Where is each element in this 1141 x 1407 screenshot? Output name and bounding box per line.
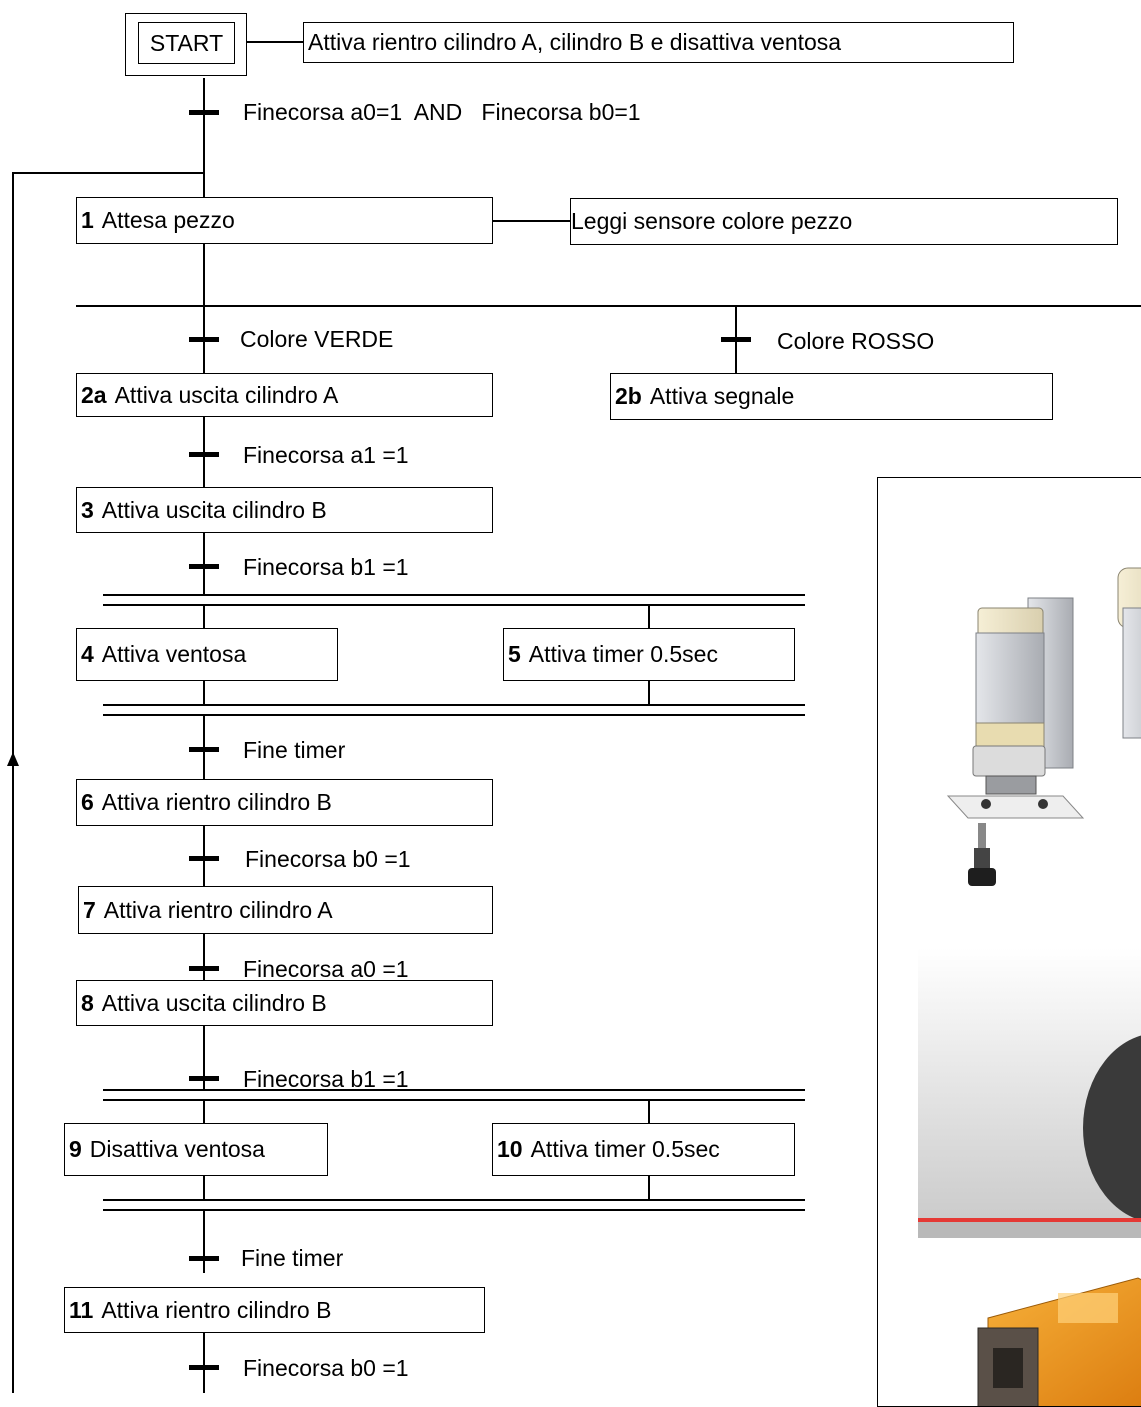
transition-tick-t9 [189, 1365, 219, 1370]
step-11-number: 11 [69, 1296, 94, 1323]
transition-tick-t7 [189, 1076, 219, 1081]
spine-11-to-end [203, 1317, 205, 1393]
loop-vertical [12, 172, 14, 1393]
par1-div-top [103, 594, 805, 596]
transition-label-t1a: Colore VERDE [240, 326, 394, 352]
spine-start-to-step1 [203, 78, 205, 198]
step-1-action-text: Leggi sensore colore pezzo [571, 208, 853, 234]
par2-right-down [648, 1101, 650, 1124]
transition-tick-t4 [189, 747, 219, 752]
transition-tick-t5 [189, 856, 219, 861]
start-step: START [138, 22, 235, 64]
par2-div-top [103, 1089, 805, 1091]
par1-right-down [648, 606, 650, 629]
step-5-number: 5 [508, 641, 521, 667]
step-5-label: Attiva timer 0.5sec [528, 641, 718, 667]
transition-tick-t2 [189, 452, 219, 457]
step-7-number: 7 [83, 896, 96, 923]
transition-tick-t3 [189, 564, 219, 569]
step-4-number: 4 [81, 641, 94, 667]
step-4-label: Attiva ventosa [101, 641, 247, 667]
par1-right-up [648, 680, 650, 704]
par1-left-up [203, 680, 205, 704]
device-illustrations [918, 567, 1141, 1406]
transition-label-t8: Fine timer [241, 1245, 344, 1271]
step-1-label: Attesa pezzo [101, 207, 235, 233]
step-2b-label: Attiva segnale [649, 383, 795, 409]
start-connector [247, 41, 303, 43]
par2-conv-top [103, 1199, 805, 1201]
step-10: 10 Attiva timer 0.5sec [492, 1123, 795, 1176]
par2-right-up [648, 1175, 650, 1199]
step-9-number: 9 [69, 1136, 82, 1162]
step-8: 8 Attiva uscita cilindro B [76, 980, 493, 1026]
par1-conv-bot [103, 714, 805, 716]
device-photo-panel [877, 477, 1141, 1407]
step-11: 11 Attiva rientro cilindro B [64, 1287, 485, 1333]
step-10-number: 10 [497, 1136, 523, 1162]
transition-label-t6: Finecorsa a0 =1 [243, 956, 409, 982]
step-11-label: Attiva rientro cilindro B [101, 1296, 332, 1323]
step-3-label: Attiva uscita cilindro B [101, 496, 327, 523]
transition-label-t5: Finecorsa b0 =1 [245, 846, 411, 872]
step1-connector [492, 220, 570, 222]
step-4: 4 Attiva ventosa [76, 628, 338, 681]
par2-left-down [203, 1101, 205, 1124]
step-5: 5 Attiva timer 0.5sec [503, 628, 795, 681]
transition-tick-t6 [189, 966, 219, 971]
transition-label-t1b: Colore ROSSO [777, 328, 935, 354]
conveyor-image [918, 948, 1141, 1238]
step-1-action: Leggi sensore colore pezzo [570, 198, 1118, 245]
step-3: 3 Attiva uscita cilindro B [76, 487, 493, 533]
start-label: START [149, 29, 224, 56]
spine-par2-to-11 [203, 1211, 205, 1273]
par2-conv-bot [103, 1209, 805, 1211]
step-2b-number: 2b [615, 383, 642, 409]
loop-horizontal [13, 172, 205, 174]
par2-left-up [203, 1175, 205, 1199]
transition-label-t0: Finecorsa a0=1 AND Finecorsa b0=1 [243, 99, 641, 125]
step-2b: 2b Attiva segnale [610, 373, 1053, 420]
step-7-label: Attiva rientro cilindro A [103, 896, 333, 923]
transition-label-t9: Finecorsa b0 =1 [243, 1355, 409, 1381]
par1-left-down [203, 606, 205, 629]
step-7: 7 Attiva rientro cilindro A [78, 886, 493, 934]
loop-arrow-up-icon [7, 752, 19, 766]
step-1: 1 Attesa pezzo [76, 197, 493, 244]
spine-7-to-8 [203, 933, 205, 981]
spine-3-to-par1 [203, 532, 205, 594]
step-6-label: Attiva rientro cilindro B [101, 789, 332, 815]
transition-label-t3: Finecorsa b1 =1 [243, 554, 409, 580]
start-action-text: Attiva rientro cilindro A, cilindro B e … [308, 29, 842, 55]
step-2a-label: Attiva uscita cilindro A [114, 381, 339, 408]
transition-label-t7: Finecorsa b1 =1 [243, 1066, 409, 1092]
transition-tick-t0 [189, 110, 219, 115]
step-8-number: 8 [81, 989, 94, 1016]
par1-div-bot [103, 604, 805, 606]
transition-label-t4: Fine timer [243, 737, 346, 763]
spine-step1-to-branch [203, 244, 205, 306]
step-3-number: 3 [81, 496, 94, 523]
step-6: 6 Attiva rientro cilindro B [76, 779, 493, 826]
step-6-number: 6 [81, 789, 94, 815]
step-2a-number: 2a [81, 381, 107, 408]
step-1-number: 1 [81, 207, 94, 233]
branch-divergence-line [76, 305, 1141, 307]
step-9: 9 Disattiva ventosa [64, 1123, 328, 1176]
step-9-label: Disattiva ventosa [89, 1136, 265, 1162]
spine-8-to-par2 [203, 1025, 205, 1089]
par1-conv-top [103, 704, 805, 706]
transition-label-t2: Finecorsa a1 =1 [243, 442, 409, 468]
color-sensor-image [977, 1277, 1141, 1406]
transition-tick-t8 [189, 1256, 219, 1261]
pneumatic-cylinder-image [946, 567, 1141, 886]
start-action: Attiva rientro cilindro A, cilindro B e … [303, 22, 1014, 63]
transition-tick-t1b [721, 337, 751, 342]
par2-div-bot [103, 1099, 805, 1101]
step-2a: 2a Attiva uscita cilindro A [76, 373, 493, 417]
step-8-label: Attiva uscita cilindro B [101, 989, 327, 1016]
step-10-label: Attiva timer 0.5sec [530, 1136, 720, 1162]
transition-tick-t1a [189, 337, 219, 342]
